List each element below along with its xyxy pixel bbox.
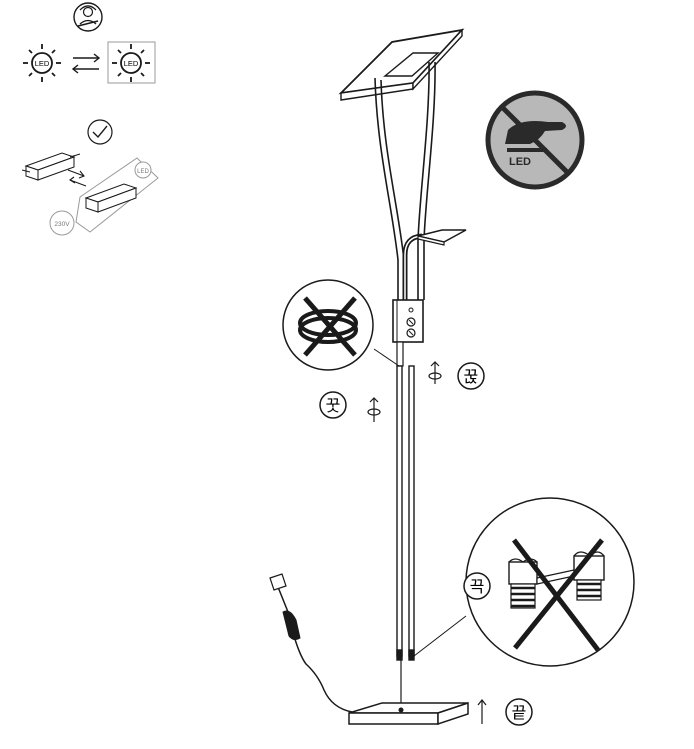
power-cable bbox=[269, 573, 353, 713]
reading-arm bbox=[402, 229, 467, 300]
swap-arrows-icon bbox=[71, 53, 101, 74]
led-label-left: LED bbox=[35, 59, 50, 68]
lamp-neck bbox=[374, 61, 436, 300]
checkmark-icon bbox=[87, 119, 113, 145]
lamp-head bbox=[338, 28, 465, 101]
no-touch-led-label: LED bbox=[509, 156, 531, 168]
step-label-a: 꿋 bbox=[326, 398, 341, 415]
up-arrow-icon bbox=[477, 699, 487, 724]
step-badge-c: 끅 bbox=[463, 572, 491, 600]
technician-icon bbox=[73, 2, 103, 32]
no-touch-led-sign: LED bbox=[485, 90, 585, 190]
voltage-label: 230V bbox=[54, 221, 70, 228]
driver-new-panel: LED 230V bbox=[49, 157, 159, 236]
upper-rod bbox=[396, 365, 415, 661]
step-badge-a: 꿋 bbox=[319, 391, 347, 419]
driver-old-icon bbox=[21, 152, 81, 181]
step-label-b: 꾽 bbox=[464, 369, 479, 386]
driver-led-label: LED bbox=[137, 169, 149, 175]
led-bulb-right-icon: LED bbox=[107, 41, 156, 84]
control-box bbox=[392, 299, 424, 367]
exchange-arrows-icon bbox=[67, 169, 87, 187]
no-screw-callout bbox=[413, 497, 635, 667]
led-bulb-left-icon: LED bbox=[23, 44, 61, 82]
step-label-d: 끝 bbox=[512, 705, 527, 722]
rotate-arrow-icon-2 bbox=[367, 397, 381, 422]
step-label-c: 끅 bbox=[470, 579, 485, 596]
step-badge-b: 꾽 bbox=[457, 362, 485, 390]
step-badge-d: 끝 bbox=[505, 698, 533, 726]
led-label-right: LED bbox=[124, 59, 139, 68]
rotate-arrow-icon-1 bbox=[428, 361, 442, 384]
no-ring-callout bbox=[282, 279, 400, 371]
lamp-base bbox=[348, 701, 469, 726]
